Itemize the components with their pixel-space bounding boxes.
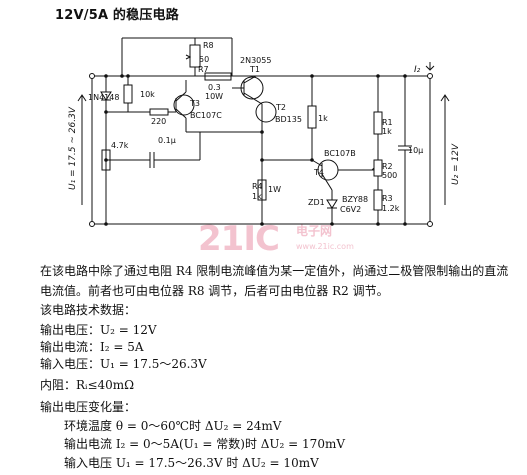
label-t3-type: BC107C bbox=[190, 111, 222, 120]
label-r4: R4 bbox=[252, 182, 263, 191]
circuit-diagram: R8 50 R7 0.3 10W 2N3055 T1 I₂ 1N4148 10k… bbox=[68, 37, 461, 227]
label-u2: U₂ = 12V bbox=[451, 143, 461, 185]
label-10k: 10k bbox=[140, 90, 155, 99]
label-47k: 4.7k bbox=[111, 141, 129, 150]
label-r8-value: 50 bbox=[199, 55, 209, 64]
label-r2: R2 bbox=[382, 162, 393, 171]
label-c01: 0.1μ bbox=[158, 136, 176, 145]
label-t4: T4 bbox=[313, 168, 324, 177]
label-r3-value: 1.2k bbox=[382, 204, 400, 213]
label-iz: I₂ bbox=[414, 65, 421, 75]
label-r1-value: 1k bbox=[382, 127, 392, 136]
label-zd-type: BZY88 bbox=[342, 195, 368, 204]
label-zd-value: C6V2 bbox=[340, 205, 361, 214]
description-paragraph: 在该电路中除了通过电阻 R4 限制电流峰值为某一定值外，尚通过二极管限制输出的直… bbox=[40, 264, 509, 298]
label-r4-power: 1W bbox=[268, 185, 281, 194]
label-t3: T3 bbox=[189, 99, 200, 108]
watermark-url: www.21ic.com bbox=[296, 242, 354, 251]
label-t1: T1 bbox=[249, 65, 260, 74]
label-t2: T2 bbox=[275, 103, 286, 112]
spec-item: 内阻：Rᵢ≤40mΩ bbox=[40, 378, 135, 392]
label-t2-type: BD135 bbox=[275, 115, 302, 124]
label-1k-mid: 1k bbox=[318, 114, 328, 123]
label-r3: R3 bbox=[382, 194, 393, 203]
spec-item: 输入电压：U₁ = 17.5～26.3V bbox=[40, 357, 207, 371]
label-r7-value: 0.3 bbox=[208, 83, 221, 92]
label-zd: ZD1 bbox=[308, 198, 325, 207]
watermark-logo: 21IC bbox=[198, 219, 280, 259]
spec-item: 输出电压变化量： bbox=[40, 400, 137, 414]
variation-item: 输入电压 U₁ = 17.5～26.3V 时 ΔU₂ = 10mV bbox=[64, 456, 319, 470]
label-cap-out: 10μ bbox=[408, 146, 423, 155]
label-t1-type: 2N3055 bbox=[240, 56, 271, 65]
spec-item: 输出电流：I₂ = 5A bbox=[40, 340, 144, 354]
label-r1: R1 bbox=[382, 118, 393, 127]
watermark: 21IC 电子网 www.21ic.com bbox=[198, 219, 354, 259]
label-t4-type: BC107B bbox=[324, 149, 356, 158]
watermark-cn: 电子网 bbox=[296, 224, 333, 238]
label-u1: U₁ = 17.5 ~ 26.3V bbox=[68, 106, 78, 190]
spec-item: 输出电压：U₂ = 12V bbox=[40, 323, 157, 337]
label-r2-value: 500 bbox=[382, 171, 397, 180]
label-r7: R7 bbox=[198, 65, 209, 74]
label-r8: R8 bbox=[203, 41, 214, 50]
label-diode: 1N4148 bbox=[88, 93, 119, 102]
variation-item: 输出电流 I₂ = 0～5A(U₁ = 常数)时 ΔU₂ = 170mV bbox=[64, 437, 345, 451]
label-r4-value: 1k bbox=[252, 192, 262, 201]
variation-item: 环境温度 θ = 0～60℃时 ΔU₂ = 24mV bbox=[64, 419, 282, 433]
label-r7-power: 10W bbox=[205, 92, 223, 101]
page-title: 12V/5A 的稳压电路 bbox=[55, 8, 179, 23]
label-220: 220 bbox=[151, 117, 166, 126]
spec-heading: 该电路技术数据： bbox=[40, 303, 137, 317]
